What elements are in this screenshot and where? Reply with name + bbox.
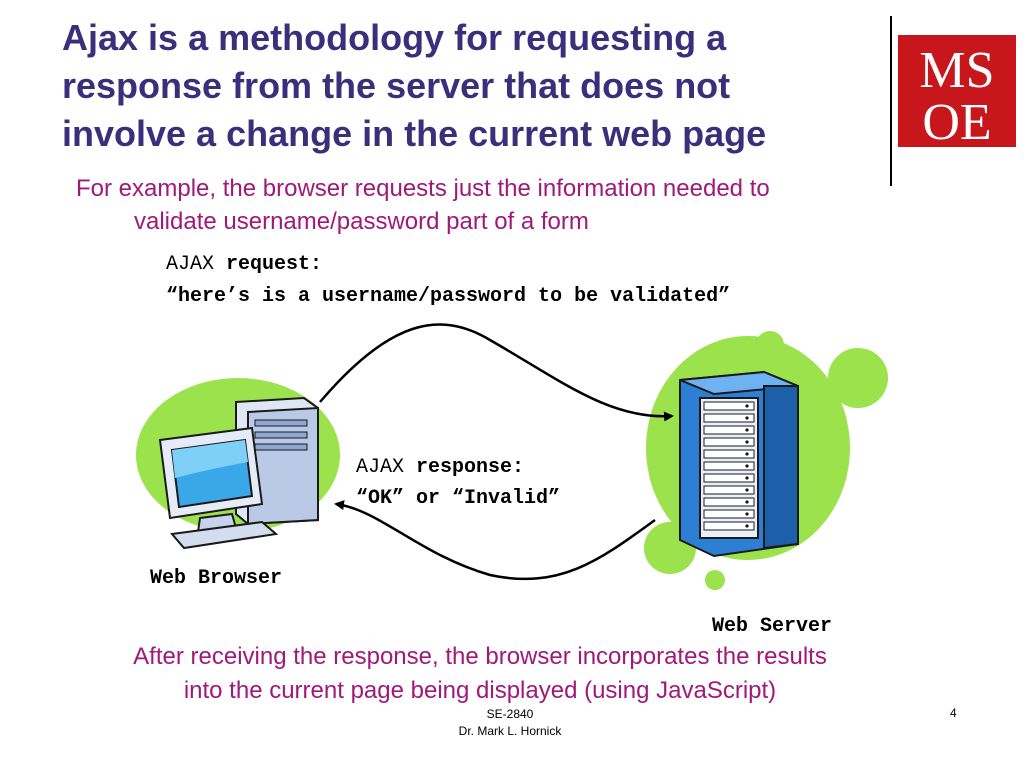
response-label: response:	[416, 456, 525, 479]
response-prefix: AJAX	[356, 456, 405, 479]
server-slot	[703, 485, 755, 495]
request-arrow	[319, 323, 674, 422]
server-slot	[703, 473, 755, 483]
server-slot	[703, 509, 755, 519]
server-slot	[703, 497, 755, 507]
server-slot	[703, 425, 755, 435]
server-slot-led	[745, 476, 749, 480]
bullet-line: into the current page being displayed (u…	[183, 677, 777, 704]
msoe-logo: MS OE	[898, 35, 1016, 147]
bullet-example: For example, the browser requests just t…	[76, 172, 906, 238]
ajax-request-label: AJAX request: “here’s is a username/pass…	[166, 249, 730, 313]
server-slot	[703, 401, 755, 411]
bullet-after-response: After receiving the response, the browse…	[30, 640, 930, 708]
desktop-computer-icon	[158, 396, 319, 550]
server-slot-led	[745, 452, 749, 456]
request-text: “here’s is a username/password to be val…	[166, 285, 731, 308]
web-server-label: Web Server	[712, 615, 833, 638]
server-slot	[703, 521, 755, 531]
title-line: involve a change in the current web page	[62, 113, 767, 154]
ajax-response-label: AJAX response: “OK” or “Invalid”	[356, 452, 560, 514]
server-slot-led	[745, 416, 749, 420]
server-slot	[703, 461, 755, 471]
slide-title: Ajax is a methodology for requesting a r…	[62, 14, 882, 158]
bullet-line: For example, the browser requests just t…	[76, 175, 770, 202]
server-slot	[703, 413, 755, 423]
footer-author: Dr. Mark L. Hornick	[458, 724, 562, 738]
server-slot-led	[745, 512, 749, 516]
vertical-divider	[890, 16, 892, 186]
bullet-line: After receiving the response, the browse…	[133, 643, 827, 670]
title-line: response from the server that does not	[62, 65, 731, 106]
server-slot-led	[745, 500, 749, 504]
logo-text-bottom: OE	[922, 94, 991, 147]
footer-course: SE-2840	[486, 707, 534, 721]
server-slot-led	[745, 524, 749, 528]
slide-footer: SE-2840 Dr. Mark L. Hornick	[430, 706, 590, 740]
logo-text-top: MS	[919, 42, 994, 99]
server-slot	[703, 437, 755, 447]
msoe-logo-graphic: MS OE	[898, 35, 1016, 147]
server-slot	[703, 449, 755, 459]
response-text: “OK” or “Invalid”	[356, 487, 561, 510]
request-prefix: AJAX	[166, 253, 215, 276]
server-slot-led	[745, 464, 749, 468]
title-line: Ajax is a methodology for requesting a	[62, 17, 727, 58]
web-browser-label: Web Browser	[150, 567, 283, 590]
server-slots	[703, 401, 755, 531]
server-slot-led	[745, 404, 749, 408]
bullet-line: validate username/password part of a for…	[134, 208, 589, 235]
request-label: request:	[226, 253, 323, 276]
server-slot-led	[745, 428, 749, 432]
server-slot-led	[745, 440, 749, 444]
page-number: 4	[950, 706, 957, 720]
response-arrow	[334, 500, 656, 581]
server-slot-led	[745, 488, 749, 492]
